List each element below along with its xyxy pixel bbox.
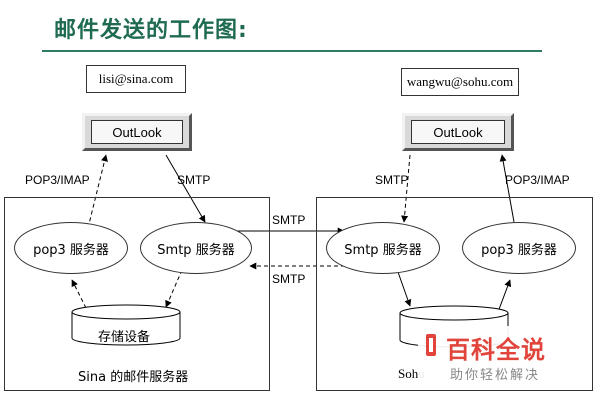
sender-outlook-label: OutLook [91, 120, 183, 144]
sohu-smtp-server: Smtp 服务器 [326, 222, 440, 274]
sina-pop3-server: pop3 服务器 [14, 222, 128, 274]
watermark-subtitle: 助你轻松解决 [450, 368, 541, 383]
sina-server-caption: Sina 的邮件服务器 [78, 370, 189, 385]
sina-mail-server [4, 197, 270, 391]
sohu-outlook-to-smtp-arrow [401, 154, 411, 223]
receiver-email-box: wangwu@sohu.com [401, 68, 519, 96]
forward-smtp-label: SMTP [272, 213, 306, 227]
watermark: 百科全说 助你轻松解决 [418, 326, 586, 388]
sina-outlook-to-smtp-arrow [165, 154, 206, 223]
receiver-pop3-imap-label: POP3/IMAP [505, 173, 570, 187]
sohu-smtp-to-storage-arrow [397, 271, 412, 307]
sender-outlook-client: OutLook [82, 113, 192, 151]
title-divider [42, 50, 542, 52]
sohu-pop3-server: pop3 服务器 [462, 222, 576, 274]
sohu-mail-server [316, 197, 593, 391]
sina-storage-to-pop3-arrow [71, 279, 87, 309]
sohu-pop3-to-outlook-arrow [499, 154, 515, 223]
watermark-title: 百科全说 [446, 336, 546, 364]
sina-storage-cylinder [71, 304, 181, 346]
sohu-storage-to-pop3-arrow [497, 279, 512, 313]
receiver-smtp-label: SMTP [375, 173, 409, 187]
sender-email-box: lisi@sina.com [86, 65, 186, 93]
sender-smtp-label: SMTP [177, 173, 211, 187]
sina-storage-label: 存储设备 [98, 330, 151, 345]
page-title: 邮件发送的工作图: [54, 18, 248, 43]
back-smtp-label: SMTP [272, 272, 306, 286]
watermark-logo-icon [426, 334, 436, 356]
sender-pop3-imap-label: POP3/IMAP [25, 173, 90, 187]
receiver-outlook-label: OutLook [411, 120, 505, 144]
receiver-outlook-client: OutLook [402, 113, 514, 151]
sina-pop3-to-outlook-arrow [87, 154, 108, 229]
sina-smtp-server: Smtp 服务器 [140, 222, 252, 274]
